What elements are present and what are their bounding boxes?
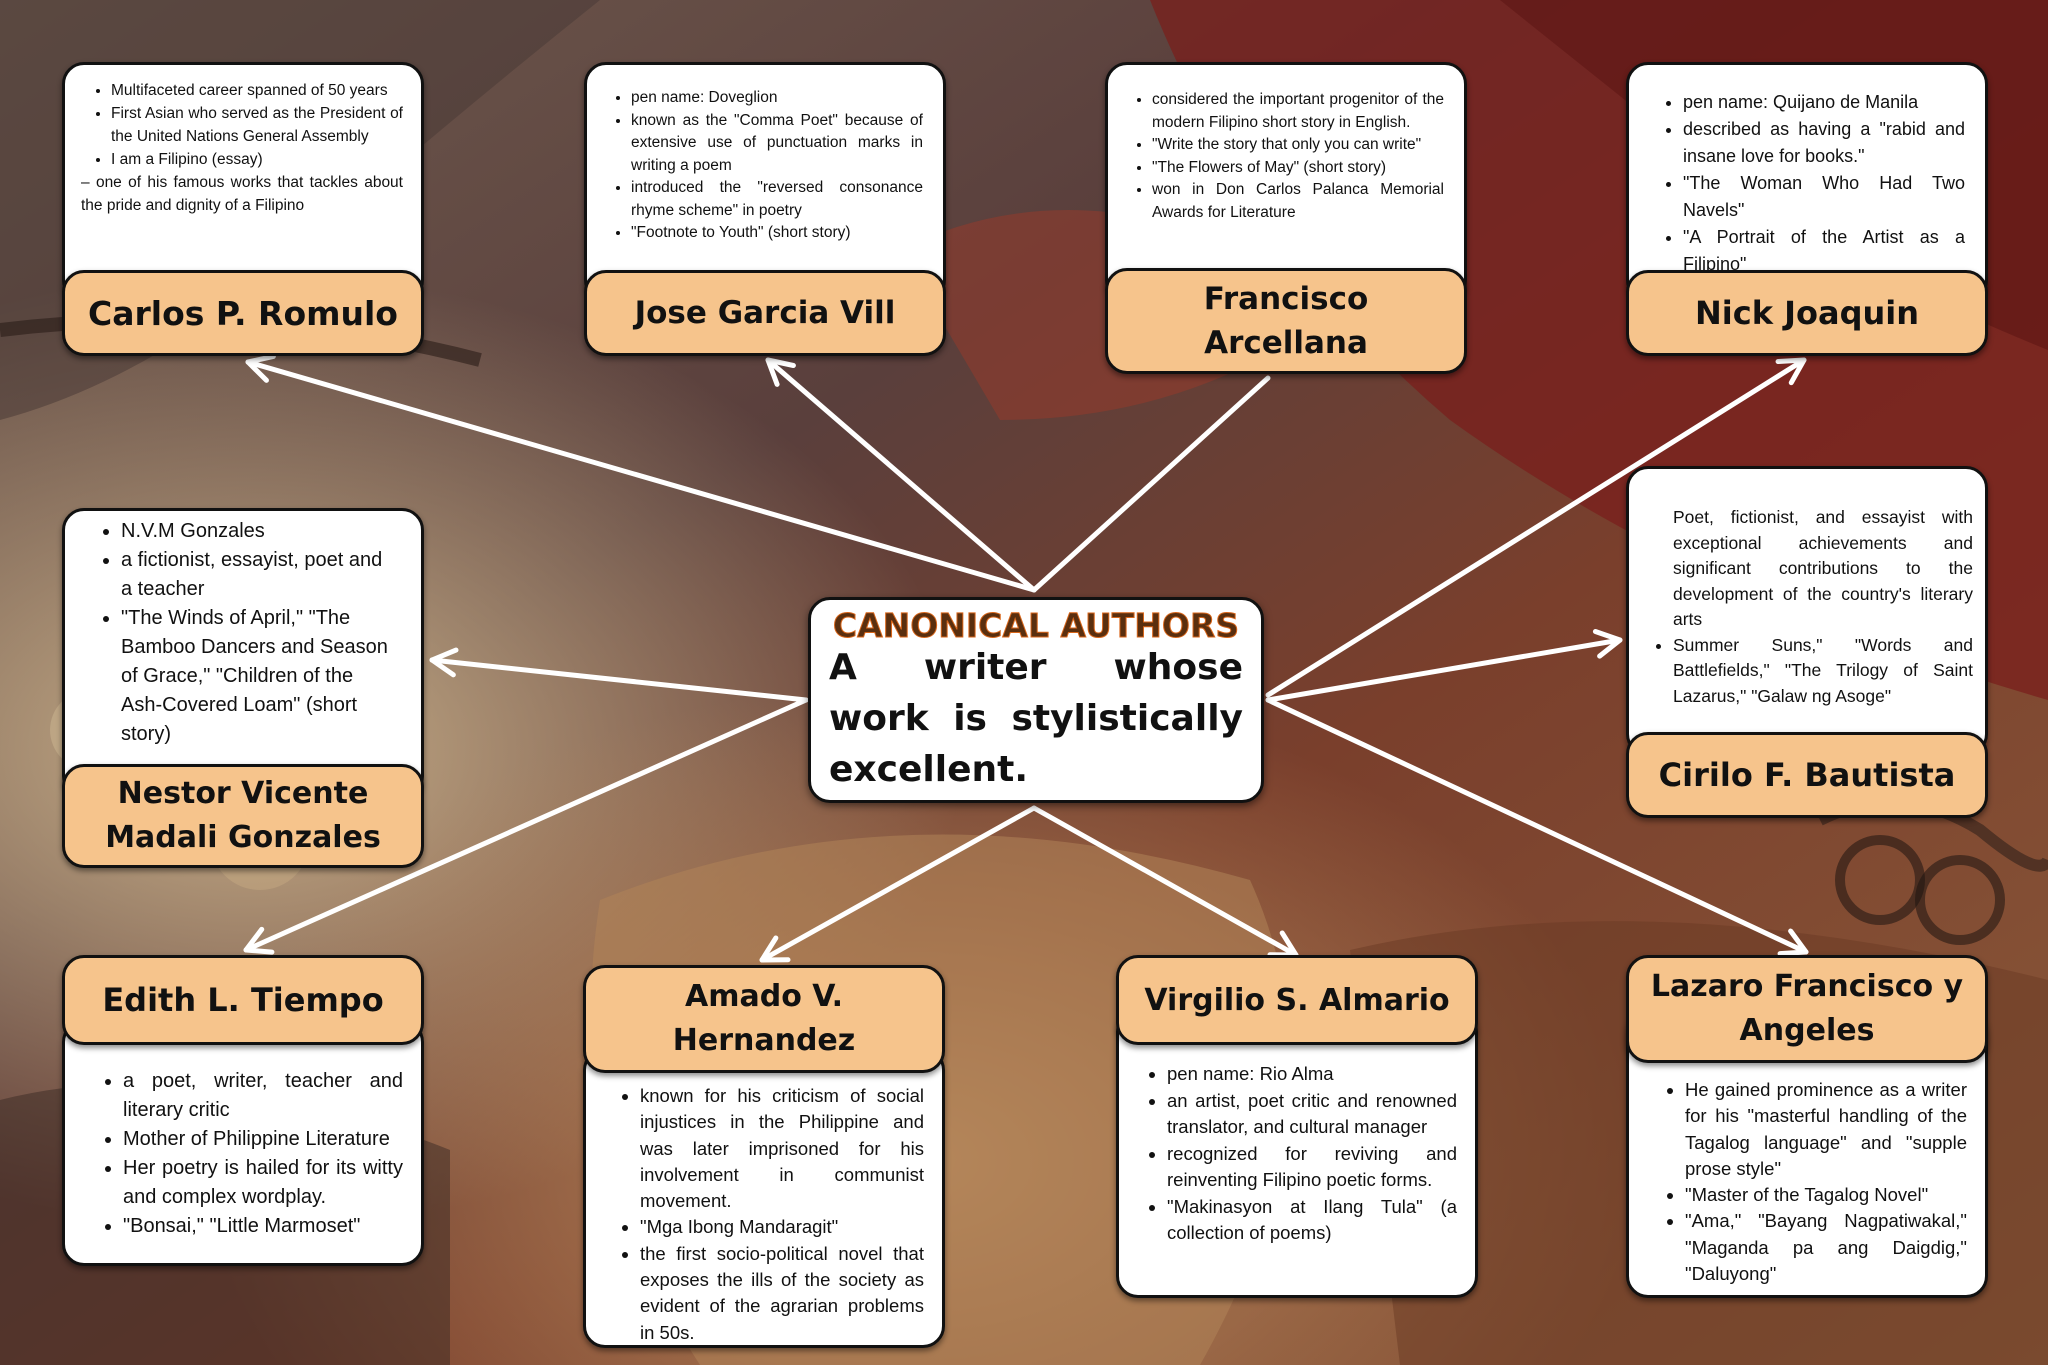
fact-item: "Write the story that only you can write… (1152, 134, 1444, 157)
fact-item: "A Portrait of the Artist as a Filipino" (1683, 224, 1965, 278)
fact-list-villa: pen name: Doveglion known as the "Comma … (601, 87, 923, 245)
fact-box-gonzales: N.V.M Gonzales a fictionist, essayist, p… (62, 508, 424, 798)
fact-box-villa: pen name: Doveglion known as the "Comma … (584, 62, 946, 302)
center-node: CANONICAL AUTHORS A writer whose work is… (808, 597, 1264, 803)
fact-item: He gained prominence as a writer for his… (1685, 1077, 1967, 1182)
fact-list-romulo: Multifaceted career spanned of 50 years … (81, 79, 403, 171)
fact-item: an artist, poet critic and renowned tran… (1167, 1088, 1457, 1141)
fact-list-arcellana: considered the important progenitor of t… (1122, 89, 1444, 224)
fact-item: pen name: Doveglion (631, 87, 923, 110)
fact-box-almario: pen name: Rio Alma an artist, poet criti… (1116, 1010, 1478, 1298)
fact-item: "Ama," "Bayang Nagpatiwakal," "Maganda p… (1685, 1208, 1967, 1287)
author-name-gonzales: Nestor Vicente Madali Gonzales (62, 764, 424, 868)
fact-item: Multifaceted career spanned of 50 years (111, 79, 403, 102)
author-name-romulo: Carlos P. Romulo (62, 270, 424, 356)
center-title: CANONICAL AUTHORS (832, 606, 1240, 646)
fact-item: recognized for reviving and reinventing … (1167, 1141, 1457, 1194)
author-name-tiempo: Edith L. Tiempo (62, 955, 424, 1045)
fact-box-romulo: Multifaceted career spanned of 50 years … (62, 62, 424, 302)
fact-list-hernandez: known for his criticism of social injust… (610, 1083, 924, 1346)
fact-note-romulo: – one of his famous works that tackles a… (81, 174, 403, 214)
author-name-line2: Arcellana (1204, 325, 1368, 361)
author-name-line1: Francisco (1203, 281, 1369, 317)
fact-item: known for his criticism of social injust… (640, 1083, 924, 1214)
fact-item: a poet, writer, teacher and literary cri… (123, 1067, 403, 1125)
fact-item: "Makinasyon at Ilang Tula" (a collection… (1167, 1194, 1457, 1247)
fact-list-joaquin: pen name: Quijano de Manila described as… (1653, 89, 1965, 278)
fact-list-tiempo: a poet, writer, teacher and literary cri… (93, 1067, 403, 1241)
author-name-text: Virgilio S. Almario (1144, 982, 1450, 1018)
fact-item: "Footnote to Youth" (short story) (631, 222, 923, 245)
fact-item: pen name: Rio Alma (1167, 1061, 1457, 1088)
fact-item: considered the important progenitor of t… (1152, 89, 1444, 134)
author-name-line1: Amado V. (685, 979, 843, 1014)
author-name-bautista: Cirilo F. Bautista (1626, 732, 1988, 818)
author-name-line2: Madali Gonzales (105, 820, 381, 855)
fact-box-tiempo: a poet, writer, teacher and literary cri… (62, 1020, 424, 1266)
fact-item: won in Don Carlos Palanca Memorial Award… (1152, 179, 1444, 224)
fact-item: "Mga Ibong Mandaragit" (640, 1214, 924, 1240)
fact-item: Her poetry is hailed for its witty and c… (123, 1154, 403, 1212)
fact-item: N.V.M Gonzales (121, 517, 397, 546)
fact-box-joaquin: pen name: Quijano de Manila described as… (1626, 62, 1988, 302)
fact-item: "The Flowers of May" (short story) (1152, 157, 1444, 180)
author-name-text: Edith L. Tiempo (102, 981, 384, 1019)
author-name-hernandez: Amado V. Hernandez (583, 965, 945, 1073)
author-name-line1: Lazaro Francisco y (1650, 969, 1964, 1004)
author-name-arcellana: Francisco Arcellana (1105, 268, 1467, 374)
author-name-line1: Nestor Vicente (117, 776, 369, 811)
fact-item: Poet, fictionist, and essayist with exce… (1673, 507, 1973, 629)
author-name-text: Jose Garcia Vill (634, 295, 896, 331)
author-name-almario: Virgilio S. Almario (1116, 955, 1478, 1045)
fact-box-arcellana: considered the important progenitor of t… (1105, 62, 1467, 302)
fact-item: known as the "Comma Poet" because of ext… (631, 110, 923, 178)
fact-item: First Asian who served as the President … (111, 102, 403, 148)
fact-box-bautista: Poet, fictionist, and essayist with exce… (1626, 466, 1988, 756)
fact-item: described as having a "rabid and insane … (1683, 116, 1965, 170)
fact-list-bautista: Poet, fictionist, and essayist with exce… (1643, 505, 1973, 709)
fact-item: "Bonsai," "Little Marmoset" (123, 1212, 403, 1241)
author-name-text: Nick Joaquin (1694, 294, 1920, 332)
fact-item: pen name: Quijano de Manila (1683, 89, 1965, 116)
fact-list-almario: pen name: Rio Alma an artist, poet criti… (1137, 1061, 1457, 1247)
fact-item: a fictionist, essayist, poet and a teach… (121, 546, 397, 604)
fact-item: Mother of Philippine Literature (123, 1125, 403, 1154)
author-name-text: Cirilo F. Bautista (1658, 756, 1956, 794)
fact-list-lazaro: He gained prominence as a writer for his… (1655, 1077, 1967, 1287)
author-name-lazaro: Lazaro Francisco y Angeles (1626, 955, 1988, 1063)
fact-item: Summer Suns," "Words and Battlefields," … (1673, 633, 1973, 710)
author-name-joaquin: Nick Joaquin (1626, 270, 1988, 356)
fact-item: "Master of the Tagalog Novel" (1685, 1182, 1967, 1208)
fact-item: "The Woman Who Had Two Navels" (1683, 170, 1965, 224)
author-name-text: Carlos P. Romulo (88, 293, 398, 333)
author-name-line2: Hernandez (672, 1023, 856, 1058)
fact-item: introduced the "reversed consonance rhym… (631, 177, 923, 222)
author-name-villa: Jose Garcia Vill (584, 270, 946, 356)
center-definition: A writer whose work is stylistically exc… (829, 647, 1243, 790)
fact-item: the first socio-political novel that exp… (640, 1241, 924, 1346)
fact-box-hernandez: known for his criticism of social injust… (583, 1048, 945, 1348)
fact-list-gonzales: N.V.M Gonzales a fictionist, essayist, p… (91, 517, 397, 749)
fact-item: "The Winds of April," "The Bamboo Dancer… (121, 604, 397, 749)
fact-item: I am a Filipino (essay) (111, 148, 403, 171)
author-name-line2: Angeles (1739, 1013, 1875, 1048)
